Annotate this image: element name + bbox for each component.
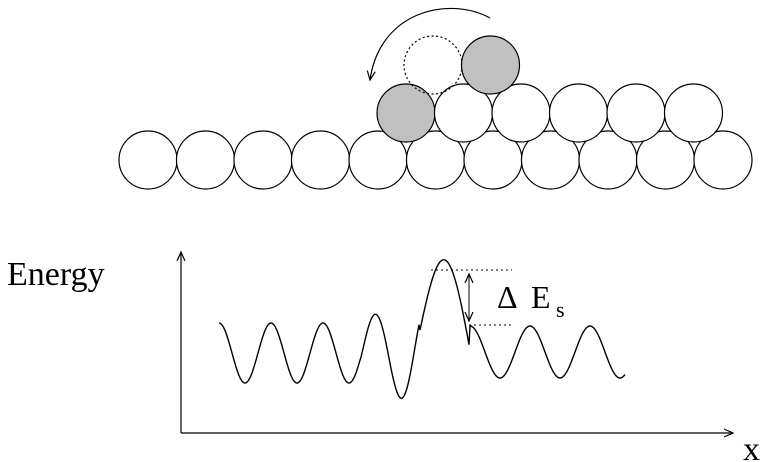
step-atom bbox=[606, 83, 666, 143]
barrier-energy-label: E bbox=[531, 279, 551, 315]
substrate-atom bbox=[175, 130, 236, 190]
step-atom bbox=[663, 83, 724, 143]
substrate-atom bbox=[290, 130, 351, 190]
substrate-atom bbox=[233, 130, 293, 190]
step-atom bbox=[548, 83, 609, 143]
bottom-atom-row bbox=[118, 130, 753, 190]
hopping-atom bbox=[460, 35, 521, 95]
substrate-atom bbox=[693, 130, 753, 190]
vacant-site bbox=[403, 35, 463, 95]
x-axis-label: x bbox=[743, 431, 760, 462]
barrier-energy-subscript: s bbox=[556, 297, 565, 322]
y-axis-label: Energy bbox=[7, 256, 105, 293]
adatom-shaded bbox=[376, 83, 436, 143]
energy-curve bbox=[218, 259, 626, 400]
substrate-atom bbox=[118, 130, 178, 190]
hop-arrow bbox=[370, 7, 491, 80]
second-atom-row bbox=[376, 83, 724, 143]
top-atom-row bbox=[403, 35, 521, 95]
barrier-delta-symbol: Δ bbox=[497, 279, 518, 315]
